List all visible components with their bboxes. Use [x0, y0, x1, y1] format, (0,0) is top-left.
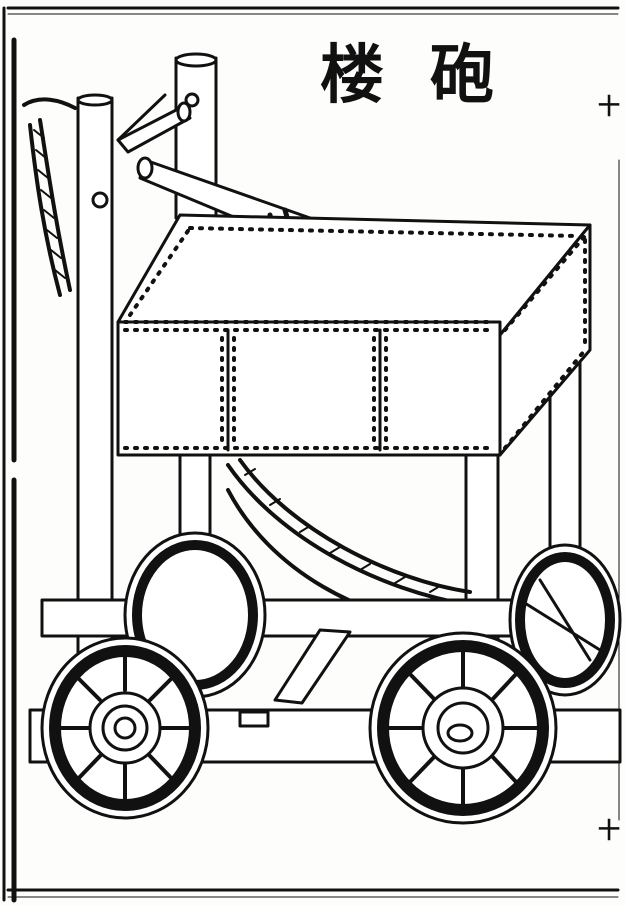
cross-tube: [116, 101, 192, 154]
hanging-rope: [22, 97, 77, 297]
margin-mark-top: 十: [598, 94, 621, 120]
riveted-platform-box: [116, 213, 592, 457]
title-char-pao: 砲: [430, 38, 494, 113]
margin-mark-bottom: 十: [598, 818, 621, 844]
page-frame: [2, 6, 620, 903]
front-left-wheel: [40, 636, 210, 820]
front-right-wheel: [368, 631, 558, 825]
title-char-lou: 楼: [320, 38, 384, 113]
